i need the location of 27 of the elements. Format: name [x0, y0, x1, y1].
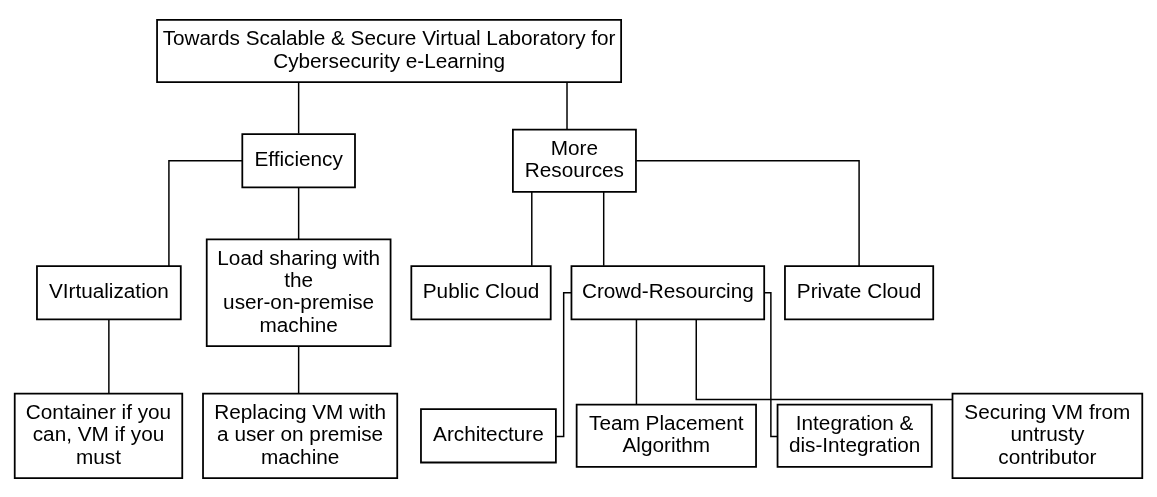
- connector: [297, 81, 300, 134]
- node-box: Efficiency: [241, 132, 356, 188]
- connector: [635, 318, 638, 405]
- connector: [531, 190, 533, 266]
- node-box: Architecture: [420, 407, 557, 463]
- connector: [168, 159, 243, 267]
- node-box: Team Placement Algorithm: [575, 403, 757, 468]
- connector: [602, 190, 605, 266]
- connector: [566, 81, 568, 130]
- node-box: More Resources: [512, 128, 637, 193]
- connector: [635, 159, 860, 267]
- connector: [108, 318, 110, 394]
- node-box: Replacing VM with a user on premise machine: [202, 392, 399, 479]
- node-box: Container if you can, VM if you must: [13, 392, 184, 479]
- connector: [764, 291, 779, 437]
- connector: [555, 291, 572, 437]
- connector: [297, 345, 300, 394]
- node-box: Crowd-Resourcing: [570, 264, 766, 320]
- connector: [695, 318, 954, 400]
- node-box: Private Cloud: [784, 264, 935, 320]
- node-box: Integration & dis-Integration: [776, 403, 933, 468]
- node-box: VIrtualization: [36, 264, 182, 320]
- node-box: Securing VM from untrusty contributor: [951, 392, 1144, 479]
- node-box: Public Cloud: [410, 264, 552, 320]
- node-box: Towards Scalable & Secure Virtual Laboratory for Cybersecurity e-Learning: [156, 18, 622, 83]
- node-box: Load sharing with the user-on-premise machine: [205, 237, 392, 347]
- connector: [297, 186, 300, 240]
